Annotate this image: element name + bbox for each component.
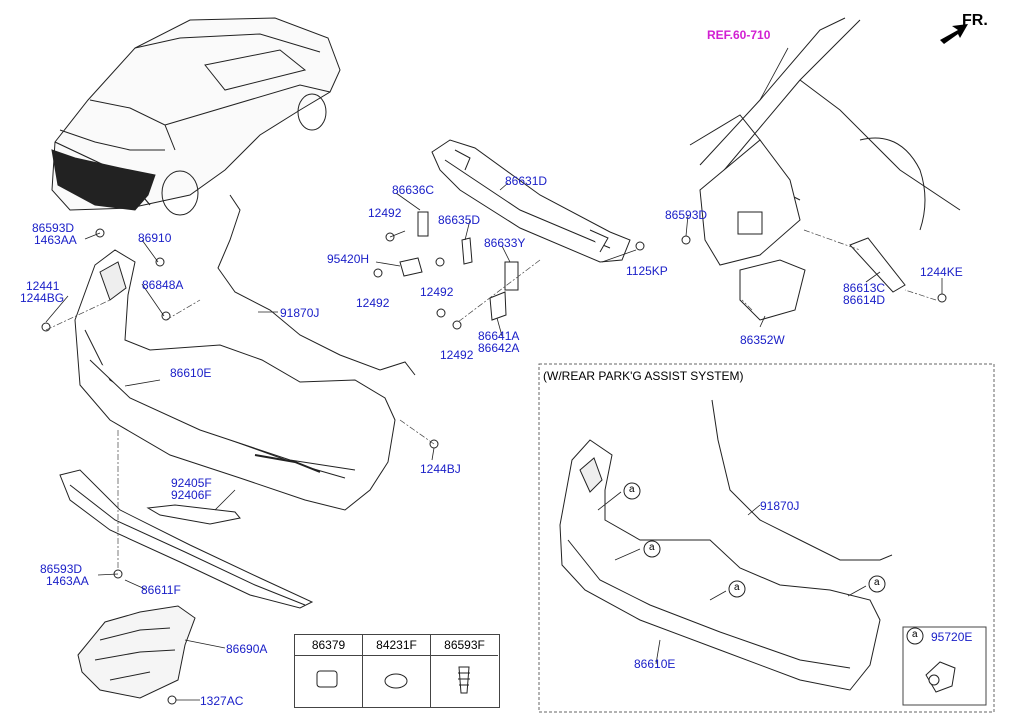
marker-a-1: a (629, 484, 635, 495)
callout-86631D[interactable]: 86631D (505, 174, 548, 188)
callout-1463AA-bottom[interactable]: 1463AA (46, 574, 89, 588)
small-parts-table: 86379 84231F 86593F (294, 634, 500, 708)
clip-icon (458, 666, 470, 694)
callout-1125KP[interactable]: 1125KP (626, 264, 668, 278)
guide-lines (45, 229, 937, 570)
callout-86633Y[interactable]: 86633Y (484, 236, 526, 250)
callout-95720E[interactable]: 95720E (931, 630, 973, 644)
table-header-86593F[interactable]: 86593F (431, 635, 498, 656)
callout-86610E-assist[interactable]: 86610E (634, 657, 676, 671)
table-header-84231F[interactable]: 84231F (363, 635, 431, 656)
bumper-beam (431, 139, 631, 263)
wiring-harness (217, 194, 416, 376)
table-header-86379[interactable]: 86379 (295, 635, 363, 656)
callout-86613C[interactable]: 86613C (843, 281, 886, 295)
callout-86636C[interactable]: 86636C (392, 183, 435, 197)
ref-label[interactable]: REF.60-710 (707, 28, 771, 42)
callout-1244BJ[interactable]: 1244BJ (420, 462, 461, 476)
park-sensor-illustration (925, 661, 956, 693)
callout-12441[interactable]: 12441 (26, 279, 60, 293)
callout-1244BG[interactable]: 1244BG (20, 291, 65, 305)
callout-92406F[interactable]: 92406F (171, 488, 212, 502)
callout-12492-b[interactable]: 12492 (356, 296, 390, 310)
assist-system-title: (W/REAR PARK'G ASSIST SYSTEM) (543, 369, 744, 383)
callout-1327AC[interactable]: 1327AC (200, 694, 244, 708)
callout-86614D[interactable]: 86614D (843, 293, 886, 307)
callout-91870J-main[interactable]: 91870J (280, 306, 320, 320)
callout-86690A[interactable]: 86690A (226, 642, 268, 656)
marker-a-3: a (734, 582, 740, 593)
assist-wiring-harness (711, 399, 893, 561)
callout-95420H[interactable]: 95420H (327, 252, 370, 266)
assist-bumper (559, 439, 881, 691)
table-cell-86379 (295, 655, 363, 707)
rear-bumper-cover (74, 249, 396, 511)
callout-86352W[interactable]: 86352W (740, 333, 785, 347)
marker-circles (623, 482, 924, 645)
callout-91870J-assist[interactable]: 91870J (760, 499, 800, 513)
callout-86611F[interactable]: 86611F (141, 583, 181, 597)
lower-valance (59, 469, 314, 609)
callout-86642A[interactable]: 86642A (478, 341, 520, 355)
reflector-strip (146, 504, 241, 525)
callout-86641A[interactable]: 86641A (478, 329, 520, 343)
front-direction-label: FR. (962, 12, 988, 29)
round-plug-icon (384, 673, 408, 689)
callout-86593D-top[interactable]: 86593D (32, 221, 75, 235)
callout-86593D-bottom[interactable]: 86593D (40, 562, 83, 576)
assist-system-box (538, 363, 995, 713)
small-brackets (41, 211, 947, 705)
callout-86910[interactable]: 86910 (138, 231, 172, 245)
vehicle-illustration (51, 17, 341, 216)
table-cell-84231F (363, 655, 431, 707)
callout-12492-d[interactable]: 12492 (440, 348, 474, 362)
callout-12492-a[interactable]: 12492 (368, 206, 402, 220)
callout-1463AA-top[interactable]: 1463AA (34, 233, 77, 247)
marker-a-4: a (874, 577, 880, 588)
table-cell-86593F (431, 655, 498, 707)
marker-a-2: a (649, 542, 655, 553)
sensor-box (902, 626, 987, 706)
callout-86635D[interactable]: 86635D (438, 213, 481, 227)
quarter-panel (689, 17, 961, 321)
leader-lines (45, 47, 943, 701)
callout-12492-c[interactable]: 12492 (420, 285, 454, 299)
callout-86610E-main[interactable]: 86610E (170, 366, 212, 380)
marker-a-5: a (912, 629, 918, 640)
front-direction-arrow-icon (940, 24, 968, 44)
under-cover (77, 605, 196, 699)
callout-92405F[interactable]: 92405F (171, 476, 212, 490)
callout-86848A[interactable]: 86848A (142, 278, 184, 292)
callout-86593D-right[interactable]: 86593D (665, 208, 708, 222)
callout-1244KE[interactable]: 1244KE (920, 265, 963, 279)
plug-icon (316, 670, 338, 688)
